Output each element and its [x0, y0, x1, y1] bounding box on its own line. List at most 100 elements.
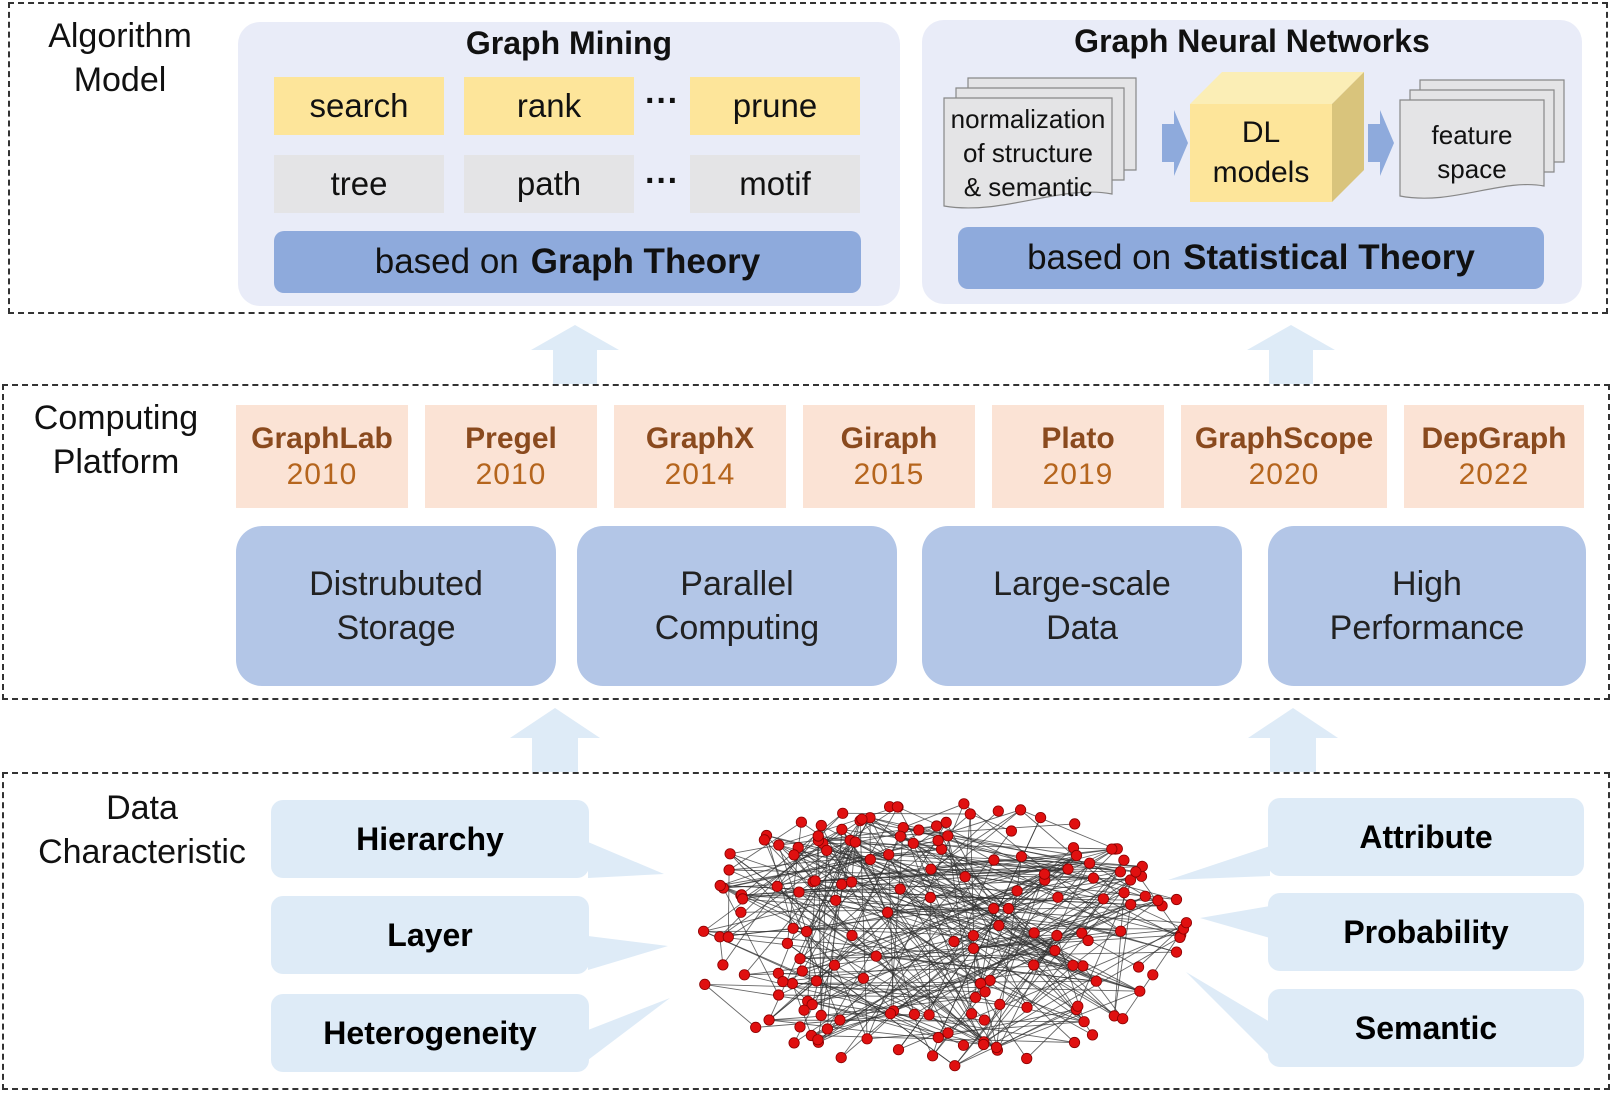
computing-label-line2: Platform — [52, 443, 180, 481]
network-edge — [930, 859, 994, 870]
platform-year: 2010 — [286, 457, 358, 491]
data-label-line2: Characteristic — [38, 833, 246, 871]
platform-year: 2022 — [1458, 457, 1530, 491]
network-node — [738, 969, 751, 981]
network-edge — [867, 1021, 1085, 1040]
network-edge — [793, 854, 1069, 870]
network-edge — [704, 984, 756, 1028]
arrow-right-icon-2 — [1368, 110, 1394, 176]
platform-name: GraphScope — [1194, 421, 1374, 455]
characteristic-heterogeneity: Heterogeneity — [271, 994, 589, 1072]
network-node — [809, 875, 821, 887]
platform-year: 2015 — [853, 457, 925, 491]
platform-name: DepGraph — [1421, 421, 1567, 455]
platform-chip-depgraph: DepGraph 2022 — [1404, 405, 1584, 508]
dl-model-cube-icon — [1190, 72, 1364, 202]
network-node — [1084, 857, 1096, 869]
network-node — [1035, 811, 1047, 824]
network-node — [923, 1009, 935, 1021]
network-node — [1170, 893, 1183, 906]
network-node — [1028, 959, 1040, 971]
network-edge — [799, 875, 1142, 960]
network-edge — [769, 1019, 984, 1045]
network-node — [988, 854, 1000, 866]
network-node — [815, 819, 827, 832]
network-edge — [799, 934, 1181, 960]
network-edge — [899, 888, 1115, 1017]
network-node — [926, 1050, 939, 1062]
network-edge — [720, 849, 827, 886]
data-characteristic-layer — [2, 772, 1610, 1090]
network-edge — [1026, 964, 1074, 1008]
network-node — [1067, 959, 1079, 971]
network-edge — [897, 806, 1104, 900]
network-edge — [814, 818, 863, 882]
network-node — [830, 894, 842, 906]
network-edge — [807, 1000, 939, 1038]
gnn-input-line1: normalization — [950, 104, 1106, 134]
network-node — [1021, 1052, 1033, 1065]
network-edge — [983, 935, 1058, 1043]
network-edge — [798, 888, 901, 893]
gnn-model-line1: DL — [1241, 116, 1281, 149]
network-node — [794, 1021, 806, 1033]
network-edge — [841, 829, 1056, 951]
network-node — [699, 978, 711, 991]
network-node — [821, 1023, 834, 1035]
network-node — [1077, 960, 1089, 972]
callout-wedges — [588, 842, 1270, 1060]
network-edge — [1103, 898, 1181, 938]
characteristic-semantic: Semantic — [1268, 989, 1584, 1067]
network-edge — [1026, 1009, 1077, 1059]
network-edge — [902, 827, 973, 1014]
network-node — [1130, 866, 1142, 878]
network-edge — [869, 817, 901, 837]
network-edge — [720, 885, 1085, 1023]
network-edge — [849, 840, 949, 1034]
feature-box-parallel-computing: Parallel Computing — [577, 526, 897, 686]
up-arrow-icon-2 — [1247, 325, 1335, 384]
network-edge — [869, 859, 915, 1015]
network-edge — [728, 869, 981, 984]
network-node — [1147, 969, 1159, 981]
network-node — [806, 998, 818, 1011]
network-edge — [820, 850, 828, 1016]
network-edge — [947, 835, 986, 992]
network-node — [1078, 1016, 1090, 1028]
op-chip-prune: prune — [690, 77, 860, 135]
network-node — [942, 1027, 954, 1039]
network-node — [758, 834, 771, 846]
network-node — [1038, 868, 1051, 880]
statistical-theory-bar: based on Statistical Theory — [958, 227, 1544, 289]
network-edge — [930, 896, 1158, 901]
network-node — [1106, 843, 1118, 855]
network-node — [773, 839, 785, 851]
network-node — [1069, 818, 1081, 830]
graph-theory-bar: based on Graph Theory — [274, 231, 861, 293]
network-node — [821, 844, 833, 857]
network-node — [967, 929, 980, 942]
network-edge — [723, 854, 889, 889]
op-ellipsis: ··· — [645, 82, 679, 120]
network-edge — [822, 842, 985, 1021]
network-edge — [778, 994, 976, 998]
network-node — [834, 1014, 846, 1026]
gnn-output-text: feature space — [1400, 118, 1544, 186]
network-node — [724, 848, 736, 860]
algorithm-label-line1: Algorithm — [48, 17, 192, 55]
output-document-stack-icon — [1399, 79, 1565, 199]
platform-name: Pregel — [465, 421, 557, 455]
network-node — [856, 813, 868, 825]
network-node — [1114, 866, 1127, 878]
network-node — [932, 1031, 944, 1044]
network-node — [977, 1038, 990, 1051]
struct-chip-motif: motif — [690, 155, 860, 213]
network-edge — [817, 900, 1159, 1041]
network-node — [942, 830, 954, 842]
network-edge — [863, 900, 1159, 979]
platform-chip-plato: Plato 2019 — [992, 405, 1164, 508]
gnn-output-line1: feature — [1431, 120, 1513, 150]
data-label-line1: Data — [106, 789, 178, 827]
computing-label-line1: Computing — [33, 399, 199, 437]
up-arrow-icon-1 — [531, 325, 619, 384]
